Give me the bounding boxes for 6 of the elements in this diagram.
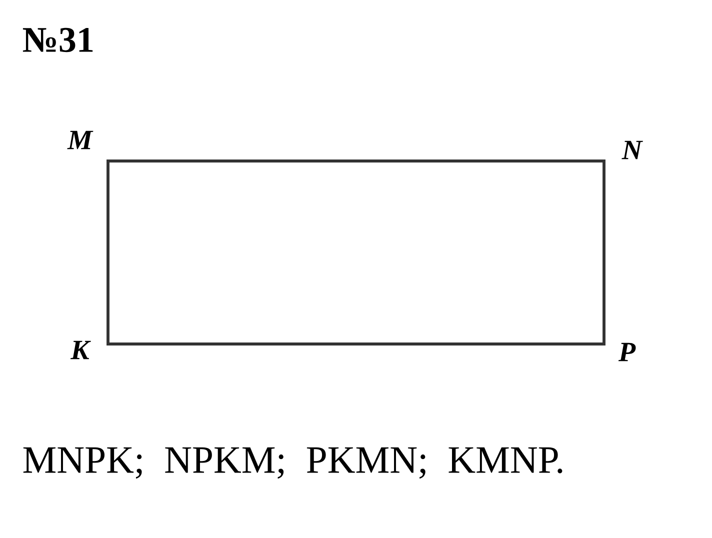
title: №31 bbox=[22, 28, 93, 52]
vertex-label: M bbox=[67, 130, 94, 150]
vertex-label: P bbox=[618, 342, 636, 362]
answer-text: MNPK; NPKM; PKMN; KMNP. bbox=[23, 447, 562, 479]
vertex-label: K bbox=[70, 340, 91, 360]
vertex-label: N bbox=[622, 140, 643, 160]
